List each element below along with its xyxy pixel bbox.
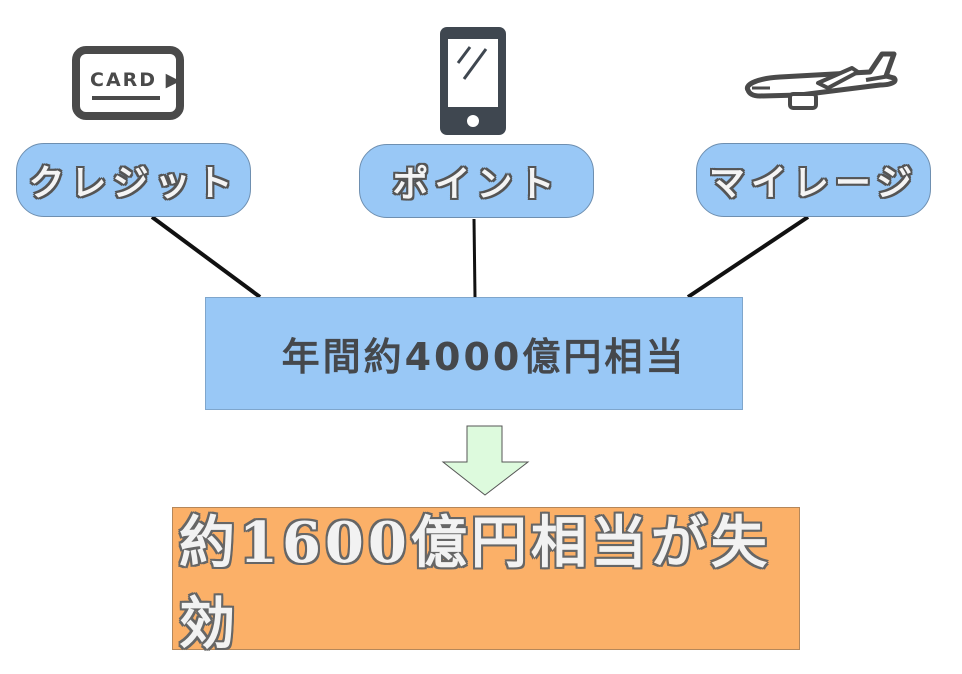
source-label-credit: クレジット [28, 163, 239, 204]
source-label-mileage: マイレージ [708, 163, 919, 204]
credit-card-icon: CARD ▶ [72, 46, 184, 120]
smartphone-icon [440, 27, 506, 135]
source-pill-point: ポイント [359, 144, 594, 218]
connector-point [472, 218, 477, 298]
down-arrow [441, 425, 530, 496]
airplane-icon [740, 50, 900, 114]
result-label: 約1600億円相当が失効 [179, 509, 771, 657]
source-label-point: ポイント [392, 164, 561, 205]
total-label: 年間約4000億円相当 [281, 335, 687, 379]
result-box: 約1600億円相当が失効 [172, 507, 800, 657]
total-box: 年間約4000億円相当 [205, 297, 743, 410]
source-pill-credit: クレジット [16, 143, 251, 217]
card-icon-text: CARD ▶ [90, 69, 182, 91]
source-pill-mileage: マイレージ [696, 143, 931, 217]
connector-credit [150, 215, 262, 299]
connector-mileage [686, 215, 810, 299]
